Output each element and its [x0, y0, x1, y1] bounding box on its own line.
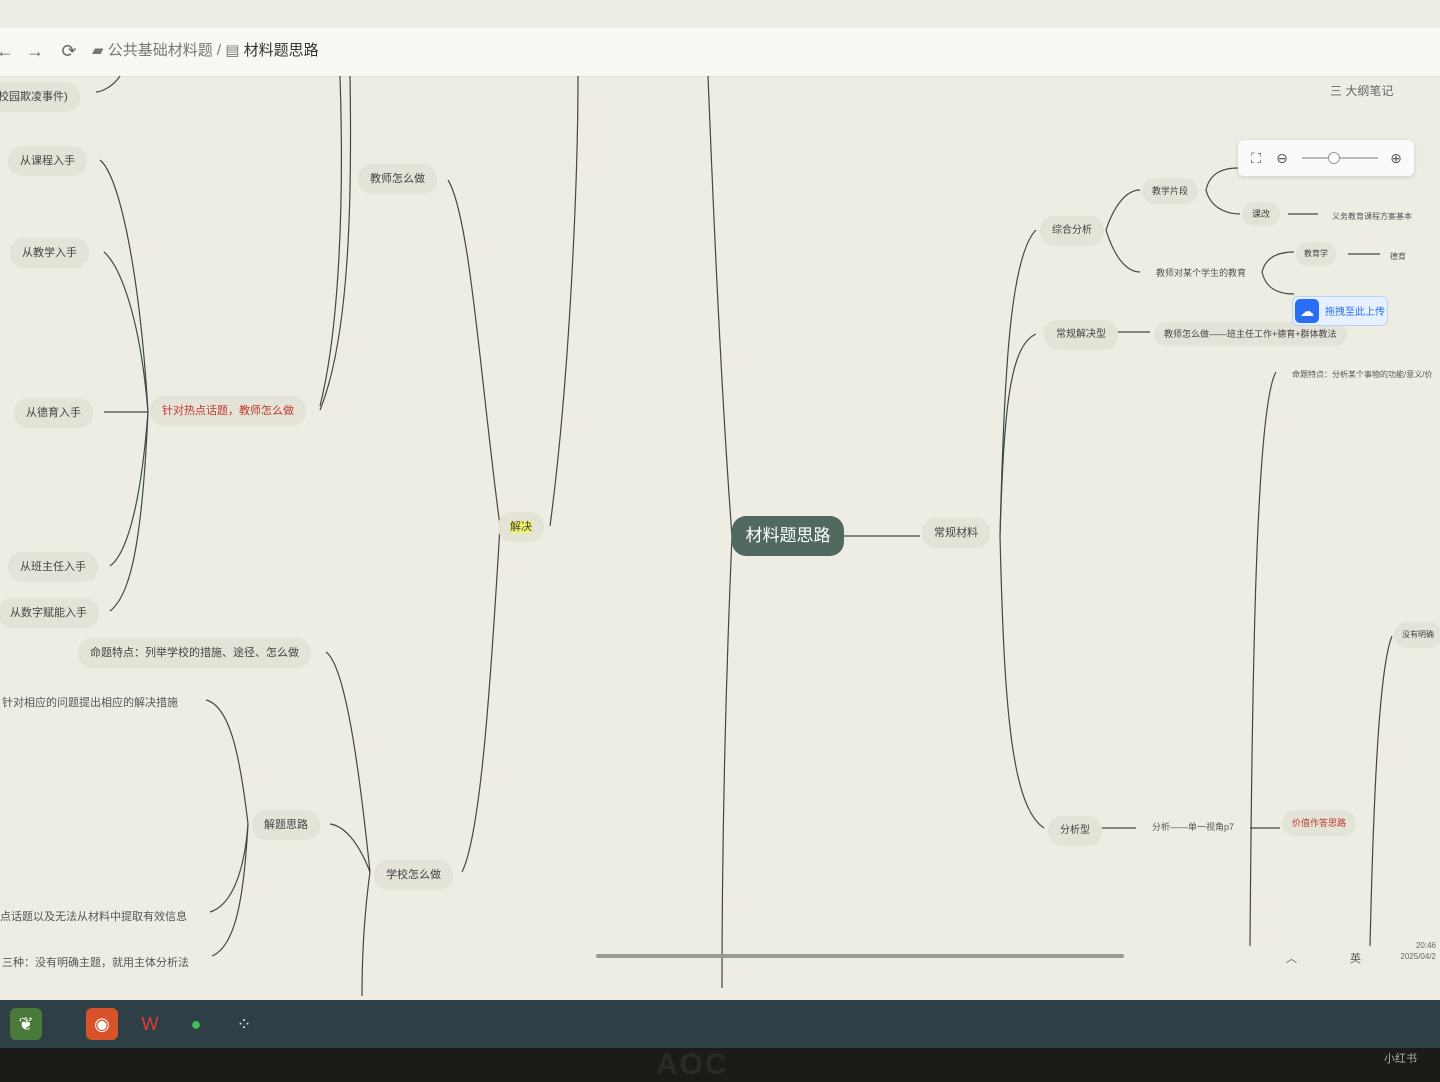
node-third[interactable]: 三种：没有明确主题，就用主体分析法: [2, 957, 189, 969]
node-deyu[interactable]: 从德育入手: [14, 398, 93, 428]
node-jiaoxue-pianduan[interactable]: 教学片段: [1142, 178, 1199, 204]
node-no-info[interactable]: 点话题以及无法从材料中提取有效信息: [0, 911, 187, 923]
node-jiaoxue[interactable]: 从教学入手: [10, 238, 89, 268]
clock-time: 20:46: [1415, 941, 1436, 950]
refresh-icon[interactable]: ⟳: [61, 41, 77, 61]
wps-icon[interactable]: W: [141, 1014, 159, 1034]
system-tray: ︿ 英 20:46 2025/04/2: [1272, 941, 1440, 970]
firefox-icon[interactable]: ◉: [86, 1008, 118, 1040]
upload-badge-label: 拖拽至此上传: [1325, 307, 1385, 318]
tray-chevron-icon[interactable]: ︿: [1286, 953, 1297, 965]
horizontal-scrollbar[interactable]: [596, 954, 1124, 958]
breadcrumb-current: 材料题思路: [243, 42, 319, 59]
title-toolbar: ← → ⟳ ▰ 公共基础材料题 / ▤ 材料题思路: [0, 28, 1440, 77]
node-top-cut[interactable]: 校园欺凌事件): [0, 82, 80, 112]
zoom-slider[interactable]: [1302, 152, 1378, 164]
node-banzhuren[interactable]: 从班主任入手: [8, 552, 98, 582]
app-window: ← → ⟳ ▰ 公共基础材料题 / ▤ 材料题思路: [0, 0, 1440, 1000]
ime-indicator[interactable]: 英: [1350, 953, 1361, 965]
root-node[interactable]: 材料题思路: [732, 516, 844, 556]
fit-screen-icon[interactable]: ⛶: [1251, 150, 1261, 166]
node-kegai[interactable]: 课改: [1242, 202, 1281, 226]
upload-badge[interactable]: ☁ 拖拽至此上传: [1292, 296, 1388, 326]
breadcrumb-separator: /: [216, 42, 222, 59]
clock-date: 2025/04/2: [1400, 952, 1436, 961]
node-youjiazhi[interactable]: 没有明确: [1394, 622, 1440, 648]
document-icon: ▤: [225, 42, 240, 59]
start-icon[interactable]: ❦: [10, 1008, 42, 1040]
node-jiejue[interactable]: 解决: [498, 512, 544, 542]
zoom-out-icon[interactable]: ⊖: [1276, 150, 1288, 166]
outline-notes-button[interactable]: 三 大纲笔记: [1330, 84, 1394, 98]
xmind-icon[interactable]: ⁘: [236, 1014, 252, 1034]
node-jieti[interactable]: 解题思路: [252, 810, 320, 840]
node-shuzi[interactable]: 从数字赋能入手: [0, 598, 99, 628]
zoom-in-icon[interactable]: ⊕: [1390, 150, 1402, 166]
breadcrumb: ▰ 公共基础材料题 / ▤ 材料题思路: [92, 40, 319, 62]
node-changgui-jiejue[interactable]: 常规解决型: [1044, 320, 1118, 350]
node-mingti[interactable]: 命题特点：列举学校的措施、途径、怎么做: [78, 638, 311, 668]
node-kecheng[interactable]: 从课程入手: [8, 146, 87, 176]
node-jiaoyuxue[interactable]: 教育学: [1296, 242, 1336, 266]
node-school-how[interactable]: 学校怎么做: [374, 860, 453, 890]
mindmap-canvas[interactable]: 校园欺凌事件) 从课程入手 从教学入手 从德育入手 从班主任入手 从数字赋能入手…: [0, 76, 1440, 1000]
node-teacher-student[interactable]: 教师对某个学生的教育: [1156, 268, 1247, 278]
folder-icon: ▰: [92, 42, 104, 59]
node-changgui[interactable]: 常规材料: [922, 518, 990, 548]
wechat-icon[interactable]: ●: [190, 1014, 202, 1034]
forward-arrow-icon[interactable]: →: [26, 41, 44, 61]
monitor-brand-logo: AOC: [656, 1048, 729, 1081]
back-arrow-icon[interactable]: ←: [0, 41, 14, 61]
connector-lines: [95, 76, 1393, 997]
node-hot-topic[interactable]: 针对热点话题，教师怎么做: [150, 396, 306, 426]
node-fenxi-chain[interactable]: 分析——单一视角p7: [1152, 822, 1235, 832]
node-teacher-how-chain[interactable]: 教师怎么做——班主任工作+德育+群体教法: [1154, 322, 1347, 346]
node-fenxi[interactable]: 分析型: [1048, 816, 1102, 846]
cloud-upload-icon: ☁: [1295, 299, 1319, 323]
taskbar: ❦ ◉ W ● ⁘: [0, 1000, 1440, 1048]
clock[interactable]: 20:46 2025/04/2: [1400, 940, 1436, 962]
node-mingti-tedian[interactable]: 命题特点：分析某个事物的功能/意义/价: [1292, 370, 1433, 379]
node-zonghe[interactable]: 综合分析: [1040, 216, 1104, 246]
node-yiwu[interactable]: 义务教育课程方案基本: [1332, 212, 1412, 221]
node-jiazhi[interactable]: 价值作答思路: [1282, 810, 1357, 836]
watermark: 小红书: [1384, 1053, 1417, 1065]
breadcrumb-folder[interactable]: 公共基础材料题: [107, 42, 213, 59]
zoom-control: ⛶ ⊖ ⊕: [1238, 140, 1414, 176]
zoom-slider-thumb[interactable]: [1328, 152, 1341, 164]
node-deyu-right[interactable]: 德育: [1390, 252, 1406, 261]
node-teacher-how[interactable]: 教师怎么做: [358, 164, 437, 194]
node-zhendui[interactable]: 针对相应的问题提出相应的解决措施: [2, 697, 178, 709]
